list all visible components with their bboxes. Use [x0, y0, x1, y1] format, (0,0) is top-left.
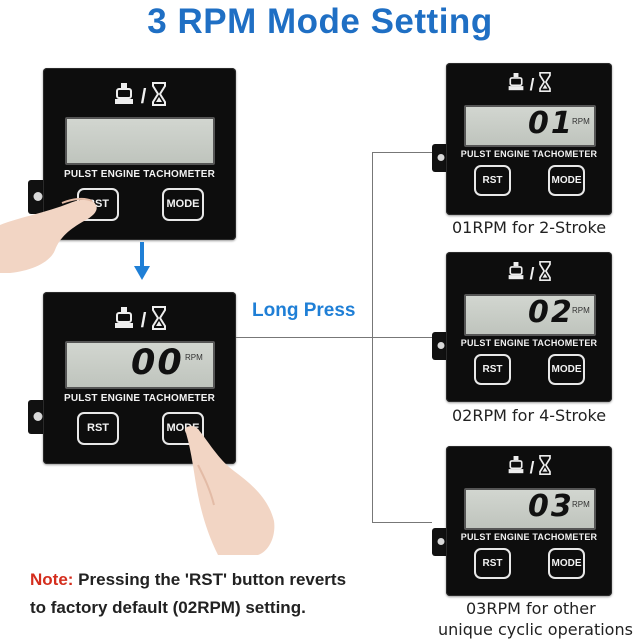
rst-button[interactable]: RST: [474, 354, 511, 385]
device-label: PULST ENGINE TACHOMETER: [460, 532, 598, 542]
tachometer-device-mode3: / 03 RPM PULST ENGINE TACHOMETER RST MOD…: [446, 446, 612, 596]
connector-to-mode1: [372, 152, 432, 153]
rpm-unit: RPM: [185, 353, 203, 362]
device-label: PULST ENGINE TACHOMETER: [460, 338, 598, 348]
device-label: PULST ENGINE TACHOMETER: [63, 169, 216, 180]
note-text-1: Pressing the 'RST' button reverts: [73, 570, 347, 589]
note-label: Note:: [30, 570, 74, 589]
device-icons: /: [446, 261, 612, 286]
down-arrow-icon: [134, 242, 150, 280]
pointing-hand-top: [0, 197, 97, 273]
note-line-1: Note: Pressing the 'RST' button reverts: [30, 570, 346, 590]
mode1-caption: 01RPM for 2-Stroke: [452, 218, 607, 237]
mounting-ear: [432, 144, 449, 172]
lcd-display: 00 RPM: [65, 341, 215, 389]
tachometer-device-mode2: / 02 RPM PULST ENGINE TACHOMETER RST MOD…: [446, 252, 612, 402]
separator: /: [140, 85, 147, 108]
lcd-digits: 01: [528, 106, 574, 141]
mode3-caption-line2: unique cyclic operations: [438, 620, 633, 639]
hourglass-icon: [539, 455, 551, 480]
rst-button[interactable]: RST: [474, 548, 511, 579]
device-icons: /: [446, 72, 612, 97]
connector-to-mode2: [372, 337, 432, 338]
mode3-caption-line1: 03RPM for other: [466, 599, 596, 618]
lcd-digits: 03: [528, 489, 574, 524]
connector-horizontal: [236, 337, 372, 338]
mounting-ear: [432, 332, 449, 360]
device-icons: /: [43, 306, 236, 336]
mode-button[interactable]: MODE: [548, 548, 585, 579]
device-icons: /: [43, 82, 236, 112]
engine-icon: [113, 306, 135, 336]
mode-button[interactable]: MODE: [162, 188, 204, 221]
hourglass-icon: [151, 82, 166, 112]
lcd-display: 03 RPM: [464, 488, 596, 530]
tachometer-device-top: / PULST ENGINE TACHOMETER RST MODE: [43, 68, 236, 240]
rpm-unit: RPM: [572, 306, 590, 315]
note-line-2: to factory default (02RPM) setting.: [30, 598, 306, 617]
separator: /: [529, 457, 535, 477]
rst-button[interactable]: RST: [77, 412, 119, 445]
tachometer-device-bottom: / 00 RPM PULST ENGINE TACHOMETER RST MOD…: [43, 292, 236, 464]
rpm-unit: RPM: [572, 117, 590, 126]
pointing-hand-bottom: [185, 426, 275, 555]
hourglass-icon: [151, 306, 166, 336]
rst-button[interactable]: RST: [474, 165, 511, 196]
mode2-caption: 02RPM for 4-Stroke: [452, 406, 607, 425]
long-press-label: Long Press: [252, 300, 356, 321]
separator: /: [140, 309, 147, 332]
page-title: 3 RPM Mode Setting: [147, 2, 493, 41]
separator: /: [529, 263, 535, 283]
device-icons: /: [446, 455, 612, 480]
lcd-display: [65, 117, 215, 165]
device-label: PULST ENGINE TACHOMETER: [460, 149, 598, 159]
mode-button[interactable]: MODE: [548, 354, 585, 385]
lcd-digits: 00: [131, 343, 184, 383]
hourglass-icon: [539, 72, 551, 97]
lcd-digits: 02: [528, 295, 574, 330]
mounting-ear: [432, 528, 449, 556]
engine-icon: [507, 455, 525, 480]
separator: /: [529, 74, 535, 94]
hourglass-icon: [539, 261, 551, 286]
tachometer-device-mode1: / 01 RPM PULST ENGINE TACHOMETER RST MOD…: [446, 63, 612, 215]
mode-button[interactable]: MODE: [548, 165, 585, 196]
engine-icon: [113, 82, 135, 112]
rpm-unit: RPM: [572, 500, 590, 509]
lcd-display: 02 RPM: [464, 294, 596, 336]
engine-icon: [507, 72, 525, 97]
device-label: PULST ENGINE TACHOMETER: [63, 393, 216, 404]
engine-icon: [507, 261, 525, 286]
lcd-display: 01 RPM: [464, 105, 596, 147]
connector-to-mode3: [372, 522, 432, 523]
